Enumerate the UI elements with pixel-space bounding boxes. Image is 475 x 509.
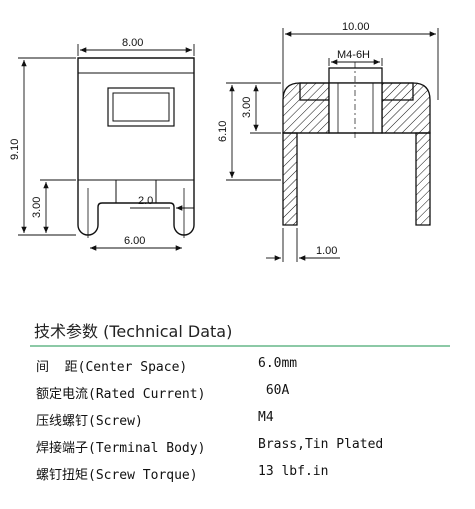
side-view-body-left bbox=[282, 82, 330, 134]
side-width-label: 10.00 bbox=[342, 21, 370, 33]
spec-label: 压线螺钉(Screw) bbox=[36, 414, 143, 429]
slot-spacing-label: 6.00 bbox=[124, 235, 145, 247]
front-view-window bbox=[107, 87, 175, 127]
front-height-label: 9.10 bbox=[9, 139, 21, 160]
front-lower-height-label: 3.00 bbox=[31, 197, 43, 218]
thickness-label: 1.00 bbox=[316, 245, 337, 257]
slot-gap-label: 2.0 bbox=[138, 195, 153, 207]
front-view-dimensions bbox=[18, 44, 195, 251]
spec-row-screw: 压线螺钉(Screw) M4 bbox=[36, 410, 274, 430]
spec-row-terminal-body: 焊接端子(Terminal Body) Brass,Tin Plated bbox=[36, 437, 383, 457]
side-view bbox=[282, 62, 431, 226]
spec-row-center-space: 间 距(Center Space) 6.0mm bbox=[36, 356, 297, 376]
spec-label: 额定电流(Rated Current) bbox=[36, 387, 206, 402]
spec-value: M4 bbox=[258, 410, 274, 425]
spec-value: 13 lbf.in bbox=[258, 464, 329, 479]
thread-label: M4-6H bbox=[337, 49, 370, 61]
spec-value: 60A bbox=[258, 383, 290, 398]
front-width-label: 8.00 bbox=[122, 37, 143, 49]
spec-label: 间 距(Center Space) bbox=[36, 360, 188, 375]
spec-label: 螺钉扭矩(Screw Torque) bbox=[36, 468, 198, 483]
spec-value: Brass,Tin Plated bbox=[258, 437, 384, 452]
side-view-leg-left bbox=[282, 132, 298, 226]
spec-label: 焊接端子(Terminal Body) bbox=[36, 441, 206, 456]
threaded-hole bbox=[328, 82, 383, 134]
side-view-leg-right bbox=[415, 132, 431, 226]
side-upper-height-label: 3.00 bbox=[241, 97, 253, 118]
specs-title: 技术参数 (Technical Data) bbox=[34, 322, 233, 341]
side-view-body-right bbox=[381, 82, 431, 134]
side-height-label: 6.10 bbox=[217, 121, 229, 142]
spec-value: 6.0mm bbox=[258, 356, 298, 371]
spec-row-screw-torque: 螺钉扭矩(Screw Torque) 13 lbf.in bbox=[36, 464, 328, 484]
specs-divider bbox=[30, 345, 450, 347]
spec-row-rated-current: 额定电流(Rated Current) 60A bbox=[36, 383, 289, 403]
technical-drawing: 8.00 9.10 3.00 2.0 6.00 bbox=[9, 21, 439, 262]
side-view-dimensions bbox=[226, 28, 439, 262]
front-view bbox=[77, 57, 195, 238]
